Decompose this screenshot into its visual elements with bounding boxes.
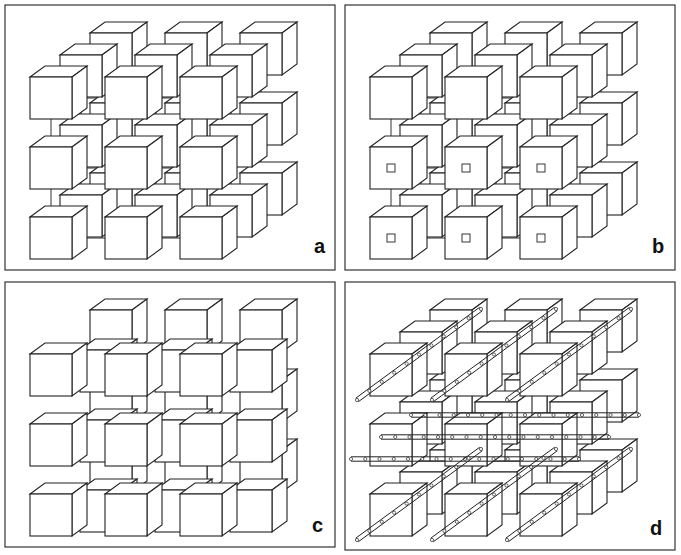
cube [105,343,162,396]
pore-square [387,164,395,172]
pore-square [537,164,545,172]
cube [370,206,427,259]
cube [445,206,502,259]
cube [30,206,87,259]
panel-letter: a [312,236,327,256]
cube [180,66,237,119]
cube [370,343,427,396]
cube [230,479,287,532]
pore-square [537,234,545,242]
cube [105,206,162,259]
panel-letter: d [648,518,664,538]
panel-frame [345,5,675,270]
panel-frame [5,5,335,270]
pore-square [462,164,470,172]
cube [445,136,502,189]
pore-square [462,234,470,242]
panel [345,5,675,270]
cube [445,483,502,536]
cube [180,136,237,189]
cube [230,409,287,462]
cube [30,483,87,536]
cubes [30,299,297,536]
panel-frame [345,282,675,550]
cube [445,66,502,119]
cube [180,343,237,396]
cube [30,66,87,119]
cube [520,136,577,189]
cube [30,343,87,396]
cubes [370,22,637,259]
rods [349,307,640,542]
panel-letter: b [650,236,666,256]
panel [345,282,675,550]
panel [5,282,335,547]
cube [105,66,162,119]
cube [105,483,162,536]
pore-square [387,234,395,242]
cube [30,413,87,466]
cube [520,66,577,119]
cube [180,413,237,466]
cubes [30,22,297,259]
cube [180,483,237,536]
panel-frame [5,282,335,547]
cube [180,206,237,259]
cube [105,413,162,466]
cube [520,206,577,259]
cube [230,339,287,392]
cube [105,136,162,189]
cube [370,136,427,189]
cube [370,483,427,536]
cube [30,136,87,189]
cube [520,343,577,396]
cube [520,483,577,536]
cube [445,343,502,396]
cube [370,66,427,119]
panel [5,5,335,270]
panel-letter: c [310,515,325,535]
